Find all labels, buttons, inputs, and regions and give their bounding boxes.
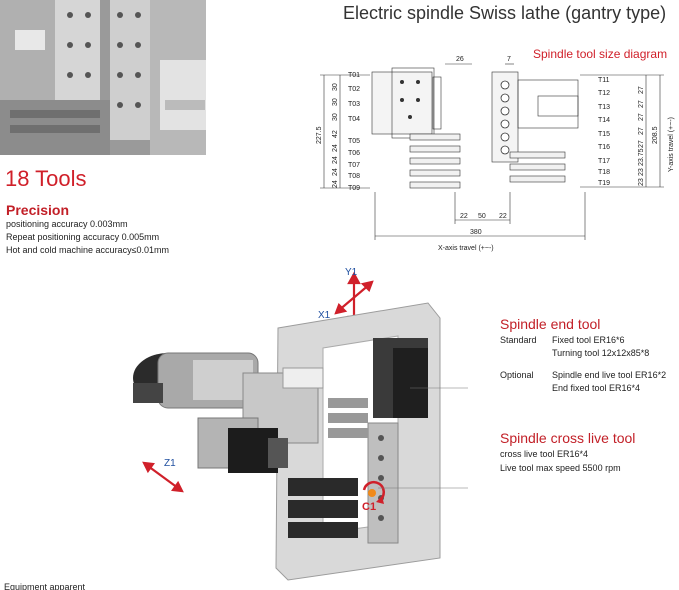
right-tool-label: T14 [598, 117, 610, 124]
left-dim: 24 [332, 156, 339, 164]
precision-heading: Precision [6, 202, 70, 218]
precision-line: Hot and cold machine accuracy≤0.01mm [6, 245, 170, 255]
right-dim: 27 [638, 140, 645, 148]
left-tool-label: T09 [348, 185, 360, 192]
gantry-machine-illustration: Z1 C1 [133, 302, 468, 581]
right-tool-label: T11 [598, 77, 610, 84]
left-dim: 30 [332, 83, 339, 91]
optional-item: Spindle end live tool ER16*2 [552, 370, 667, 380]
left-tool-label: T08 [348, 173, 360, 180]
standard-item: Turning tool 12x12x85*8 [552, 348, 650, 358]
y-axis-label: Y1 [345, 267, 358, 278]
bottom-dim: 22 [499, 213, 507, 220]
right-dim: 23 [638, 178, 645, 186]
width-total-dim: 380 [470, 229, 482, 236]
left-tool-label: T03 [348, 101, 360, 108]
right-tool-label: T18 [598, 169, 610, 176]
standard-label: Standard [500, 335, 537, 345]
footer-note: Equipment apparent [4, 582, 86, 590]
left-dim: 30 [332, 98, 339, 106]
optional-label: Optional [500, 370, 534, 380]
left-dim: 24 [332, 180, 339, 188]
left-total-dim: 227.5 [316, 126, 323, 144]
right-dim: 27 [638, 113, 645, 121]
left-tool-label: T06 [348, 150, 360, 157]
page-title: Electric spindle Swiss lathe (gantry typ… [343, 3, 667, 23]
right-dim: 27 [638, 86, 645, 94]
left-dim: 30 [332, 113, 339, 121]
left-dim: 24 [332, 144, 339, 152]
precision-line: positioning accuracy 0.003mm [6, 219, 128, 229]
x-axis-label: X1 [318, 310, 331, 321]
left-tool-label: T05 [348, 138, 360, 145]
z-axis-label: Z1 [164, 458, 176, 469]
right-tool-label: T19 [598, 180, 610, 187]
cross-live-item: Live tool max speed 5500 rpm [500, 463, 621, 473]
right-dim: 27 [638, 127, 645, 135]
bottom-dim: 50 [478, 213, 486, 220]
left-tool-label: T04 [348, 116, 360, 123]
left-tool-label: T01 [348, 72, 360, 79]
right-tool-label: T12 [598, 90, 610, 97]
right-dim: 27 [638, 100, 645, 108]
top-dim: 26 [456, 56, 464, 63]
right-dim: 23 [638, 168, 645, 176]
x-travel-label: X-axis travel (+~-) [438, 245, 494, 252]
optional-item: End fixed tool ER16*4 [552, 383, 641, 393]
tool-holder-photo [0, 0, 206, 155]
right-tool-label: T13 [598, 104, 610, 111]
diagram-title: Spindle tool size diagram [533, 47, 668, 61]
cross-live-title: Spindle cross live tool [500, 430, 636, 446]
right-total-dim: 208.5 [652, 126, 659, 144]
left-dim: 24 [332, 168, 339, 176]
left-dim: 42 [332, 130, 339, 138]
left-tool-label: T02 [348, 86, 360, 93]
y-travel-label: Y-axis travel (+~-) [668, 117, 675, 172]
standard-item: Fixed tool ER16*6 [552, 335, 625, 345]
right-tool-label: T15 [598, 131, 610, 138]
precision-line: Repeat positioning accuracy 0.005mm [6, 232, 160, 242]
top-dim: 7 [507, 56, 511, 63]
bottom-dim: 22 [460, 213, 468, 220]
c-axis-label: C1 [362, 501, 376, 513]
right-dim: 23.75 [638, 148, 645, 166]
tool-size-diagram: T01 T02 T03 T04 T05 T06 T07 T08 T09 T11 … [316, 56, 675, 252]
cross-live-item: cross live tool ER16*4 [500, 449, 589, 459]
right-tool-label: T17 [598, 158, 610, 165]
tools-heading: 18 Tools [5, 166, 87, 191]
spindle-end-title: Spindle end tool [500, 316, 601, 332]
right-tool-label: T16 [598, 144, 610, 151]
left-tool-label: T07 [348, 162, 360, 169]
